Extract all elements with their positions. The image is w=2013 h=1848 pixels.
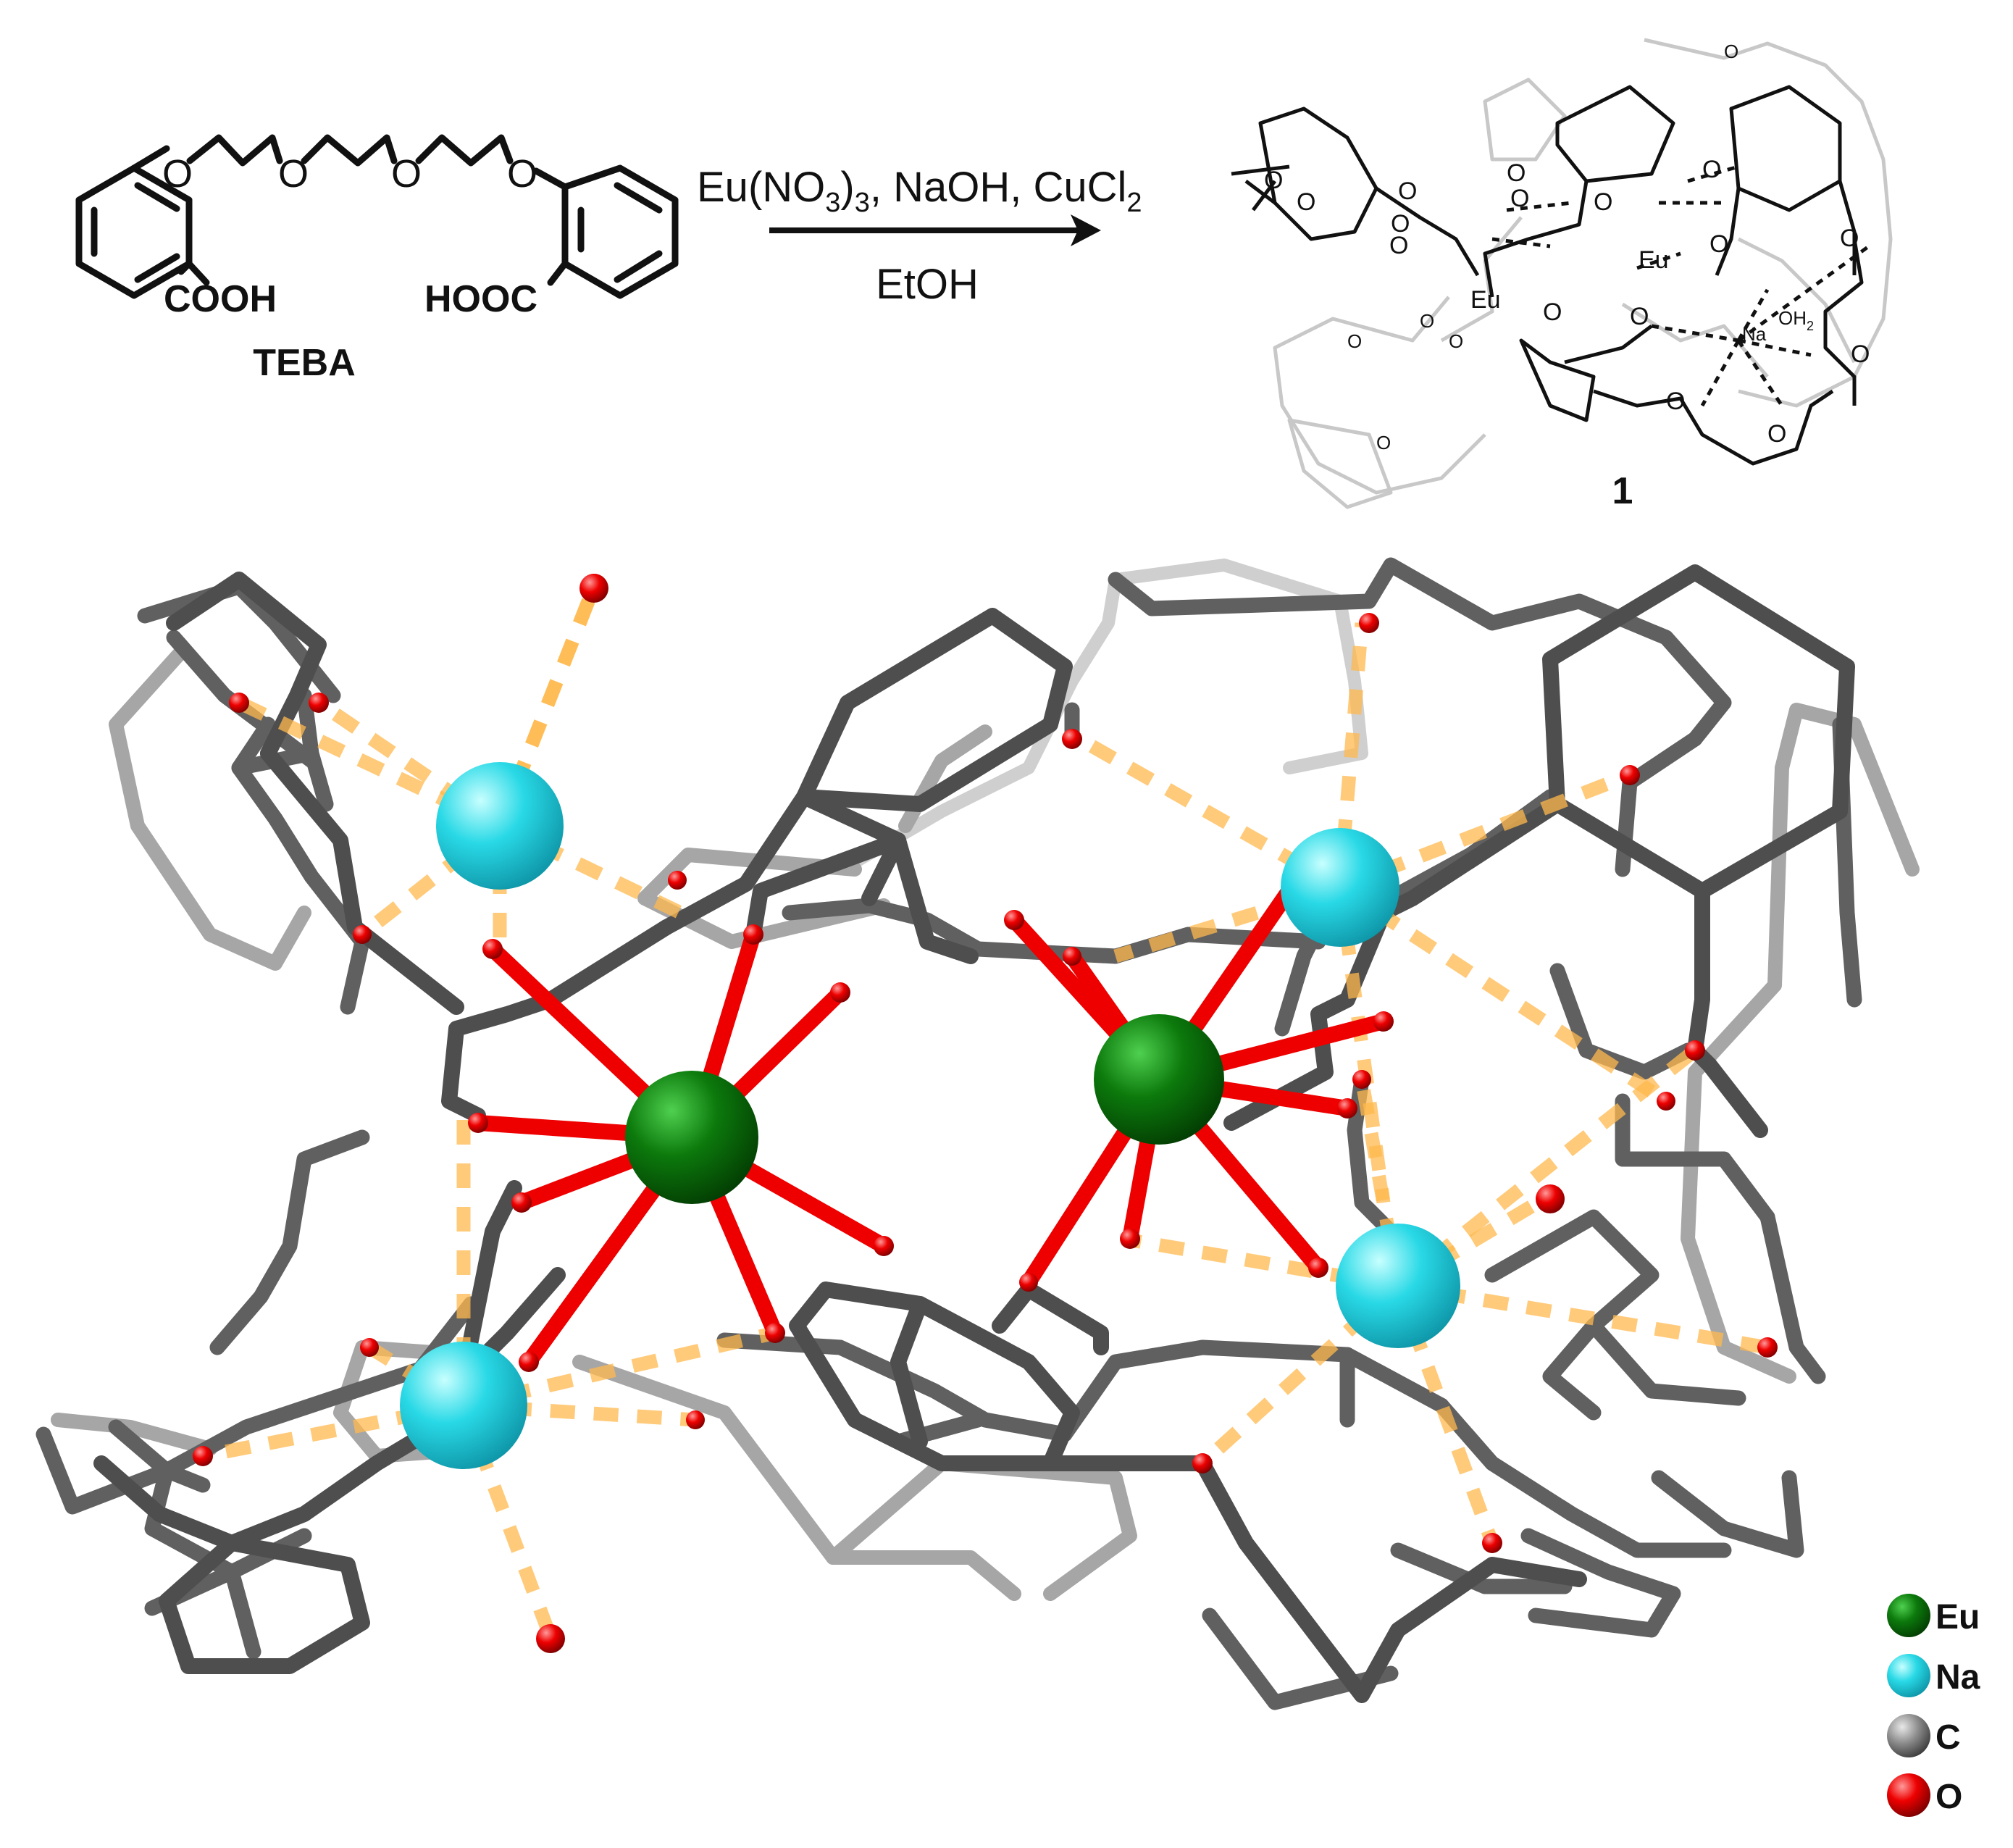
reaction-arrow-group: Eu(NO3)3, NaOH, CuCl2 EtOH bbox=[697, 164, 1142, 308]
reagents-label: Eu(NO3)3, NaOH, CuCl2 bbox=[697, 164, 1142, 218]
svg-text:O: O bbox=[1851, 340, 1870, 368]
svg-text:O: O bbox=[1389, 232, 1408, 259]
na-atom-2 bbox=[1281, 828, 1399, 947]
na-o-contacts bbox=[201, 584, 1769, 1640]
oxygen-atoms bbox=[193, 574, 1778, 1653]
legend: Eu Na C O bbox=[1887, 1594, 1980, 1817]
legend-item-o: O bbox=[1887, 1773, 1962, 1817]
legend-swatch-o bbox=[1887, 1773, 1930, 1817]
svg-text:O: O bbox=[1767, 420, 1786, 448]
crystal-structure bbox=[35, 557, 1920, 1710]
svg-text:O: O bbox=[1724, 41, 1738, 62]
svg-text:O: O bbox=[1391, 210, 1410, 238]
svg-text:O: O bbox=[1543, 298, 1562, 326]
water-oxygen-bottom bbox=[536, 1624, 565, 1653]
teba-name: TEBA bbox=[253, 342, 356, 384]
legend-item-c: C bbox=[1887, 1714, 1961, 1757]
legend-item-eu: Eu bbox=[1887, 1594, 1980, 1637]
teba-structure: O O O O COOH HOOC TEBA bbox=[75, 134, 679, 384]
eu-atom-2 bbox=[1094, 1014, 1224, 1145]
legend-swatch-na bbox=[1887, 1654, 1930, 1697]
solvent-label: EtOH bbox=[876, 261, 979, 308]
arrow-head bbox=[1071, 214, 1101, 246]
svg-text:O: O bbox=[1264, 167, 1283, 194]
sketch-na-label: Na bbox=[1742, 323, 1767, 345]
legend-swatch-c bbox=[1887, 1714, 1930, 1757]
sketch-eu2-label: Eu bbox=[1639, 246, 1669, 274]
svg-text:O: O bbox=[1709, 230, 1728, 258]
legend-label-c: C bbox=[1935, 1718, 1961, 1757]
teba-cooh-label: COOH bbox=[164, 278, 277, 320]
svg-text:O: O bbox=[1376, 432, 1391, 453]
svg-text:O: O bbox=[1507, 159, 1526, 187]
svg-text:O: O bbox=[1510, 185, 1529, 212]
legend-label-na: Na bbox=[1935, 1658, 1980, 1697]
svg-text:O: O bbox=[1449, 330, 1463, 352]
sketch-eu1-label: Eu bbox=[1470, 286, 1501, 314]
svg-text:O: O bbox=[1398, 177, 1417, 205]
legend-label-o: O bbox=[1935, 1778, 1962, 1816]
sketch-water-label: OH2 bbox=[1778, 307, 1814, 333]
svg-text:O: O bbox=[1840, 225, 1859, 252]
water-oxygen-right bbox=[1536, 1184, 1565, 1213]
na-atom-3 bbox=[1336, 1224, 1460, 1348]
eu-atom-1 bbox=[625, 1071, 758, 1204]
svg-text:O: O bbox=[1702, 156, 1721, 183]
na-atom-1 bbox=[436, 762, 564, 890]
svg-text:O: O bbox=[1630, 303, 1649, 330]
svg-text:O: O bbox=[1666, 388, 1685, 415]
product-sketch: O O O O O Eu Eu Na OH2 O O O O O O O bbox=[1231, 38, 1893, 512]
legend-label-eu: Eu bbox=[1935, 1598, 1980, 1636]
teba-hooc-label: HOOC bbox=[424, 278, 537, 320]
teba-ether-o4: O bbox=[507, 152, 537, 196]
svg-text:O: O bbox=[1594, 188, 1612, 216]
svg-text:O: O bbox=[1347, 330, 1362, 352]
svg-text:O: O bbox=[1297, 188, 1315, 216]
svg-text:O: O bbox=[1420, 310, 1434, 332]
product-number: 1 bbox=[1612, 470, 1633, 512]
legend-item-na: Na bbox=[1887, 1654, 1980, 1697]
na-atom-4 bbox=[400, 1342, 527, 1469]
water-oxygen-top bbox=[579, 574, 608, 603]
teba-left-ring bbox=[75, 164, 193, 299]
legend-swatch-eu bbox=[1887, 1594, 1930, 1637]
metal-atoms bbox=[400, 762, 1460, 1469]
